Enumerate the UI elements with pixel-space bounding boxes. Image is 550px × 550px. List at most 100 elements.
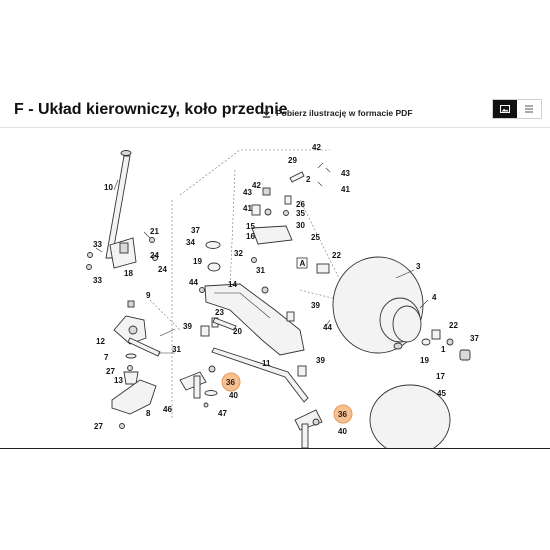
part-label[interactable]: 45 <box>437 389 446 398</box>
nut <box>208 365 216 373</box>
part-label[interactable]: 39 <box>311 301 320 310</box>
part-label[interactable]: 41 <box>341 185 350 194</box>
content-divider <box>0 448 550 449</box>
part-label[interactable]: 44 <box>323 323 332 332</box>
part-label[interactable]: 31 <box>172 345 181 354</box>
part-label[interactable]: 34 <box>186 238 195 247</box>
list-view-button[interactable] <box>517 100 541 118</box>
part-label[interactable]: 42 <box>252 181 261 190</box>
part-label[interactable]: 27 <box>94 422 103 431</box>
pin <box>212 317 237 331</box>
part-label[interactable]: 33 <box>93 276 102 285</box>
spindle-right <box>294 409 323 448</box>
part-label[interactable]: 31 <box>256 266 265 275</box>
part-label[interactable]: 7 <box>104 353 109 362</box>
bearing <box>393 342 403 350</box>
pivot-assembly <box>251 162 331 245</box>
part-label[interactable]: 18 <box>124 269 133 278</box>
highlighted-part-marker[interactable] <box>221 372 241 392</box>
part-label[interactable]: 30 <box>296 221 305 230</box>
spacer <box>316 263 330 274</box>
part-label[interactable]: 22 <box>332 251 341 260</box>
part-label[interactable]: 44 <box>189 278 198 287</box>
part-label[interactable]: 11 <box>262 359 271 368</box>
bolt <box>261 286 269 294</box>
bolt <box>149 237 155 243</box>
bolt <box>203 402 209 408</box>
highlighted-part-marker[interactable] <box>333 404 353 424</box>
part-label[interactable]: 39 <box>316 356 325 365</box>
download-pdf-label: Pobierz ilustrację w formacie PDF <box>276 108 413 118</box>
sleeve <box>286 311 295 322</box>
part-label[interactable]: 37 <box>191 226 200 235</box>
part-label[interactable]: 4 <box>432 293 437 302</box>
parts-diagram: 10 21 24 24 33 33 18 9 12 31 7 27 13 8 4… <box>86 143 479 448</box>
bolt <box>119 423 125 429</box>
part-label[interactable]: 19 <box>193 257 202 266</box>
part-label[interactable]: 25 <box>311 233 320 242</box>
highlighted-part-label[interactable]: 36 <box>226 378 235 387</box>
spacer <box>431 329 441 340</box>
part-label[interactable]: 47 <box>218 409 227 418</box>
washer <box>204 390 218 396</box>
part-label[interactable]: 37 <box>470 334 479 343</box>
sleeve <box>200 325 210 337</box>
part-label[interactable]: 41 <box>243 204 252 213</box>
part-label[interactable]: 23 <box>215 308 224 317</box>
part-label[interactable]: 8 <box>146 409 151 418</box>
download-icon <box>262 108 271 118</box>
nut <box>127 365 133 371</box>
part-label[interactable]: 15 <box>246 222 255 231</box>
part-label[interactable]: 14 <box>228 280 237 289</box>
part-label[interactable]: 32 <box>234 249 243 258</box>
link-rod <box>127 337 161 357</box>
spindle-left <box>179 371 207 399</box>
part-label[interactable]: 40 <box>229 391 238 400</box>
bolt <box>127 300 135 308</box>
steering-bracket <box>109 237 137 269</box>
download-pdf-link[interactable]: Pobierz ilustrację w formacie PDF <box>262 108 413 118</box>
bolt <box>87 252 93 258</box>
part-label[interactable]: 26 <box>296 200 305 209</box>
part-label[interactable]: 42 <box>312 143 321 152</box>
part-label[interactable]: 16 <box>246 232 255 241</box>
image-view-button[interactable] <box>493 100 517 118</box>
part-label[interactable]: 17 <box>436 372 445 381</box>
part-label[interactable]: 12 <box>96 337 105 346</box>
hub-cover <box>369 384 451 448</box>
part-label[interactable]: 46 <box>163 405 172 414</box>
part-label[interactable]: 9 <box>146 291 151 300</box>
wheel-rim <box>392 305 422 343</box>
reference-marker-label: A <box>300 259 306 268</box>
part-label[interactable]: 1 <box>441 345 446 354</box>
image-view-icon <box>500 105 510 113</box>
part-label[interactable]: 2 <box>306 175 311 184</box>
part-label[interactable]: 22 <box>449 321 458 330</box>
part-label[interactable]: 43 <box>341 169 350 178</box>
part-label[interactable]: 24 <box>150 251 159 260</box>
part-label[interactable]: 24 <box>158 265 167 274</box>
part-label[interactable]: 20 <box>233 327 242 336</box>
part-label[interactable]: 43 <box>243 188 252 197</box>
mounting-plate <box>111 379 157 415</box>
part-label[interactable]: 35 <box>296 209 305 218</box>
highlighted-part-label[interactable]: 36 <box>338 410 347 419</box>
part-label[interactable]: 19 <box>420 356 429 365</box>
header-divider <box>0 127 550 128</box>
part-label[interactable]: 3 <box>416 262 421 271</box>
washer <box>125 353 137 359</box>
part-label[interactable]: 33 <box>93 240 102 249</box>
washer <box>421 338 431 346</box>
part-label[interactable]: 21 <box>150 227 159 236</box>
steering-gear <box>113 315 147 345</box>
washer <box>205 241 221 249</box>
reference-marker <box>296 257 308 269</box>
part-label[interactable]: 29 <box>288 156 297 165</box>
nut <box>251 257 257 263</box>
part-label[interactable]: 27 <box>106 367 115 376</box>
bolt <box>199 287 205 293</box>
part-label[interactable]: 10 <box>104 183 113 192</box>
part-label[interactable]: 39 <box>183 322 192 331</box>
part-label[interactable]: 13 <box>114 376 123 385</box>
part-label[interactable]: 40 <box>338 427 347 436</box>
